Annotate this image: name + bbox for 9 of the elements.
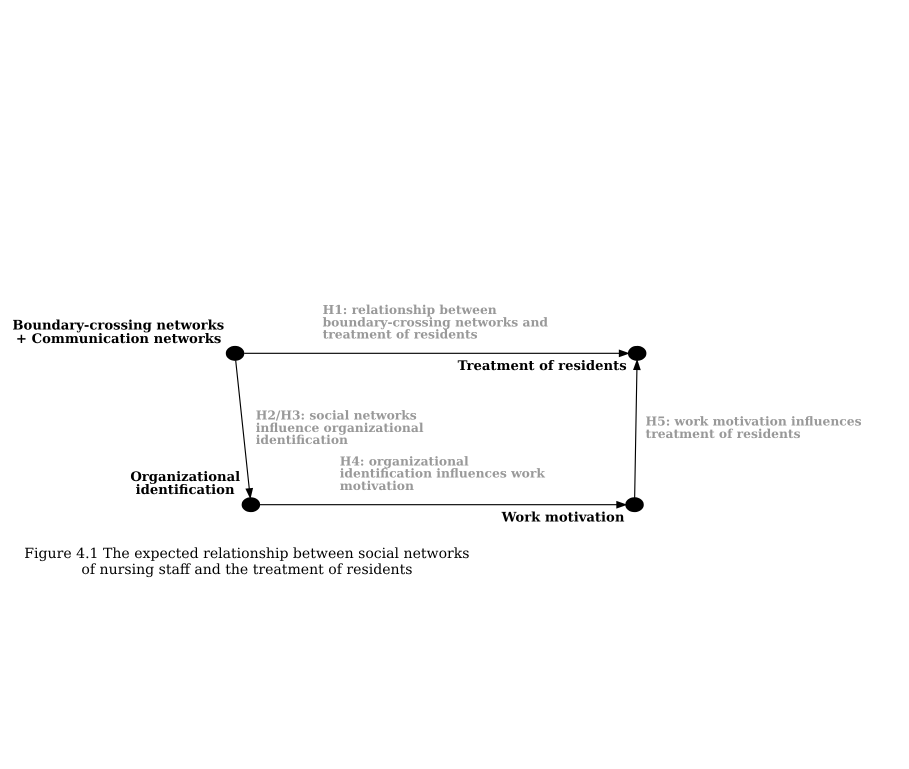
edge-label: H1: relationship between boundary-crossing networks and treatment of residents (322, 302, 548, 342)
node-label: Boundary-crossing networks + Communication networks (12, 318, 224, 347)
edge-label: H5: work motivation influences treatment of residents (646, 414, 862, 441)
node-label: Work motivation (502, 510, 624, 526)
caption: Figure 4.1 The expected relationship between social networks of nursing staff and the treatment of residents (24, 546, 470, 578)
edge-label: H4: organizational identification influences work motivation (340, 453, 545, 493)
edge-label: H2/H3: social networks influence organizational identification (256, 408, 424, 448)
node-label: Organizational identification (130, 470, 240, 498)
node-label: Treatment of residents (458, 359, 627, 374)
